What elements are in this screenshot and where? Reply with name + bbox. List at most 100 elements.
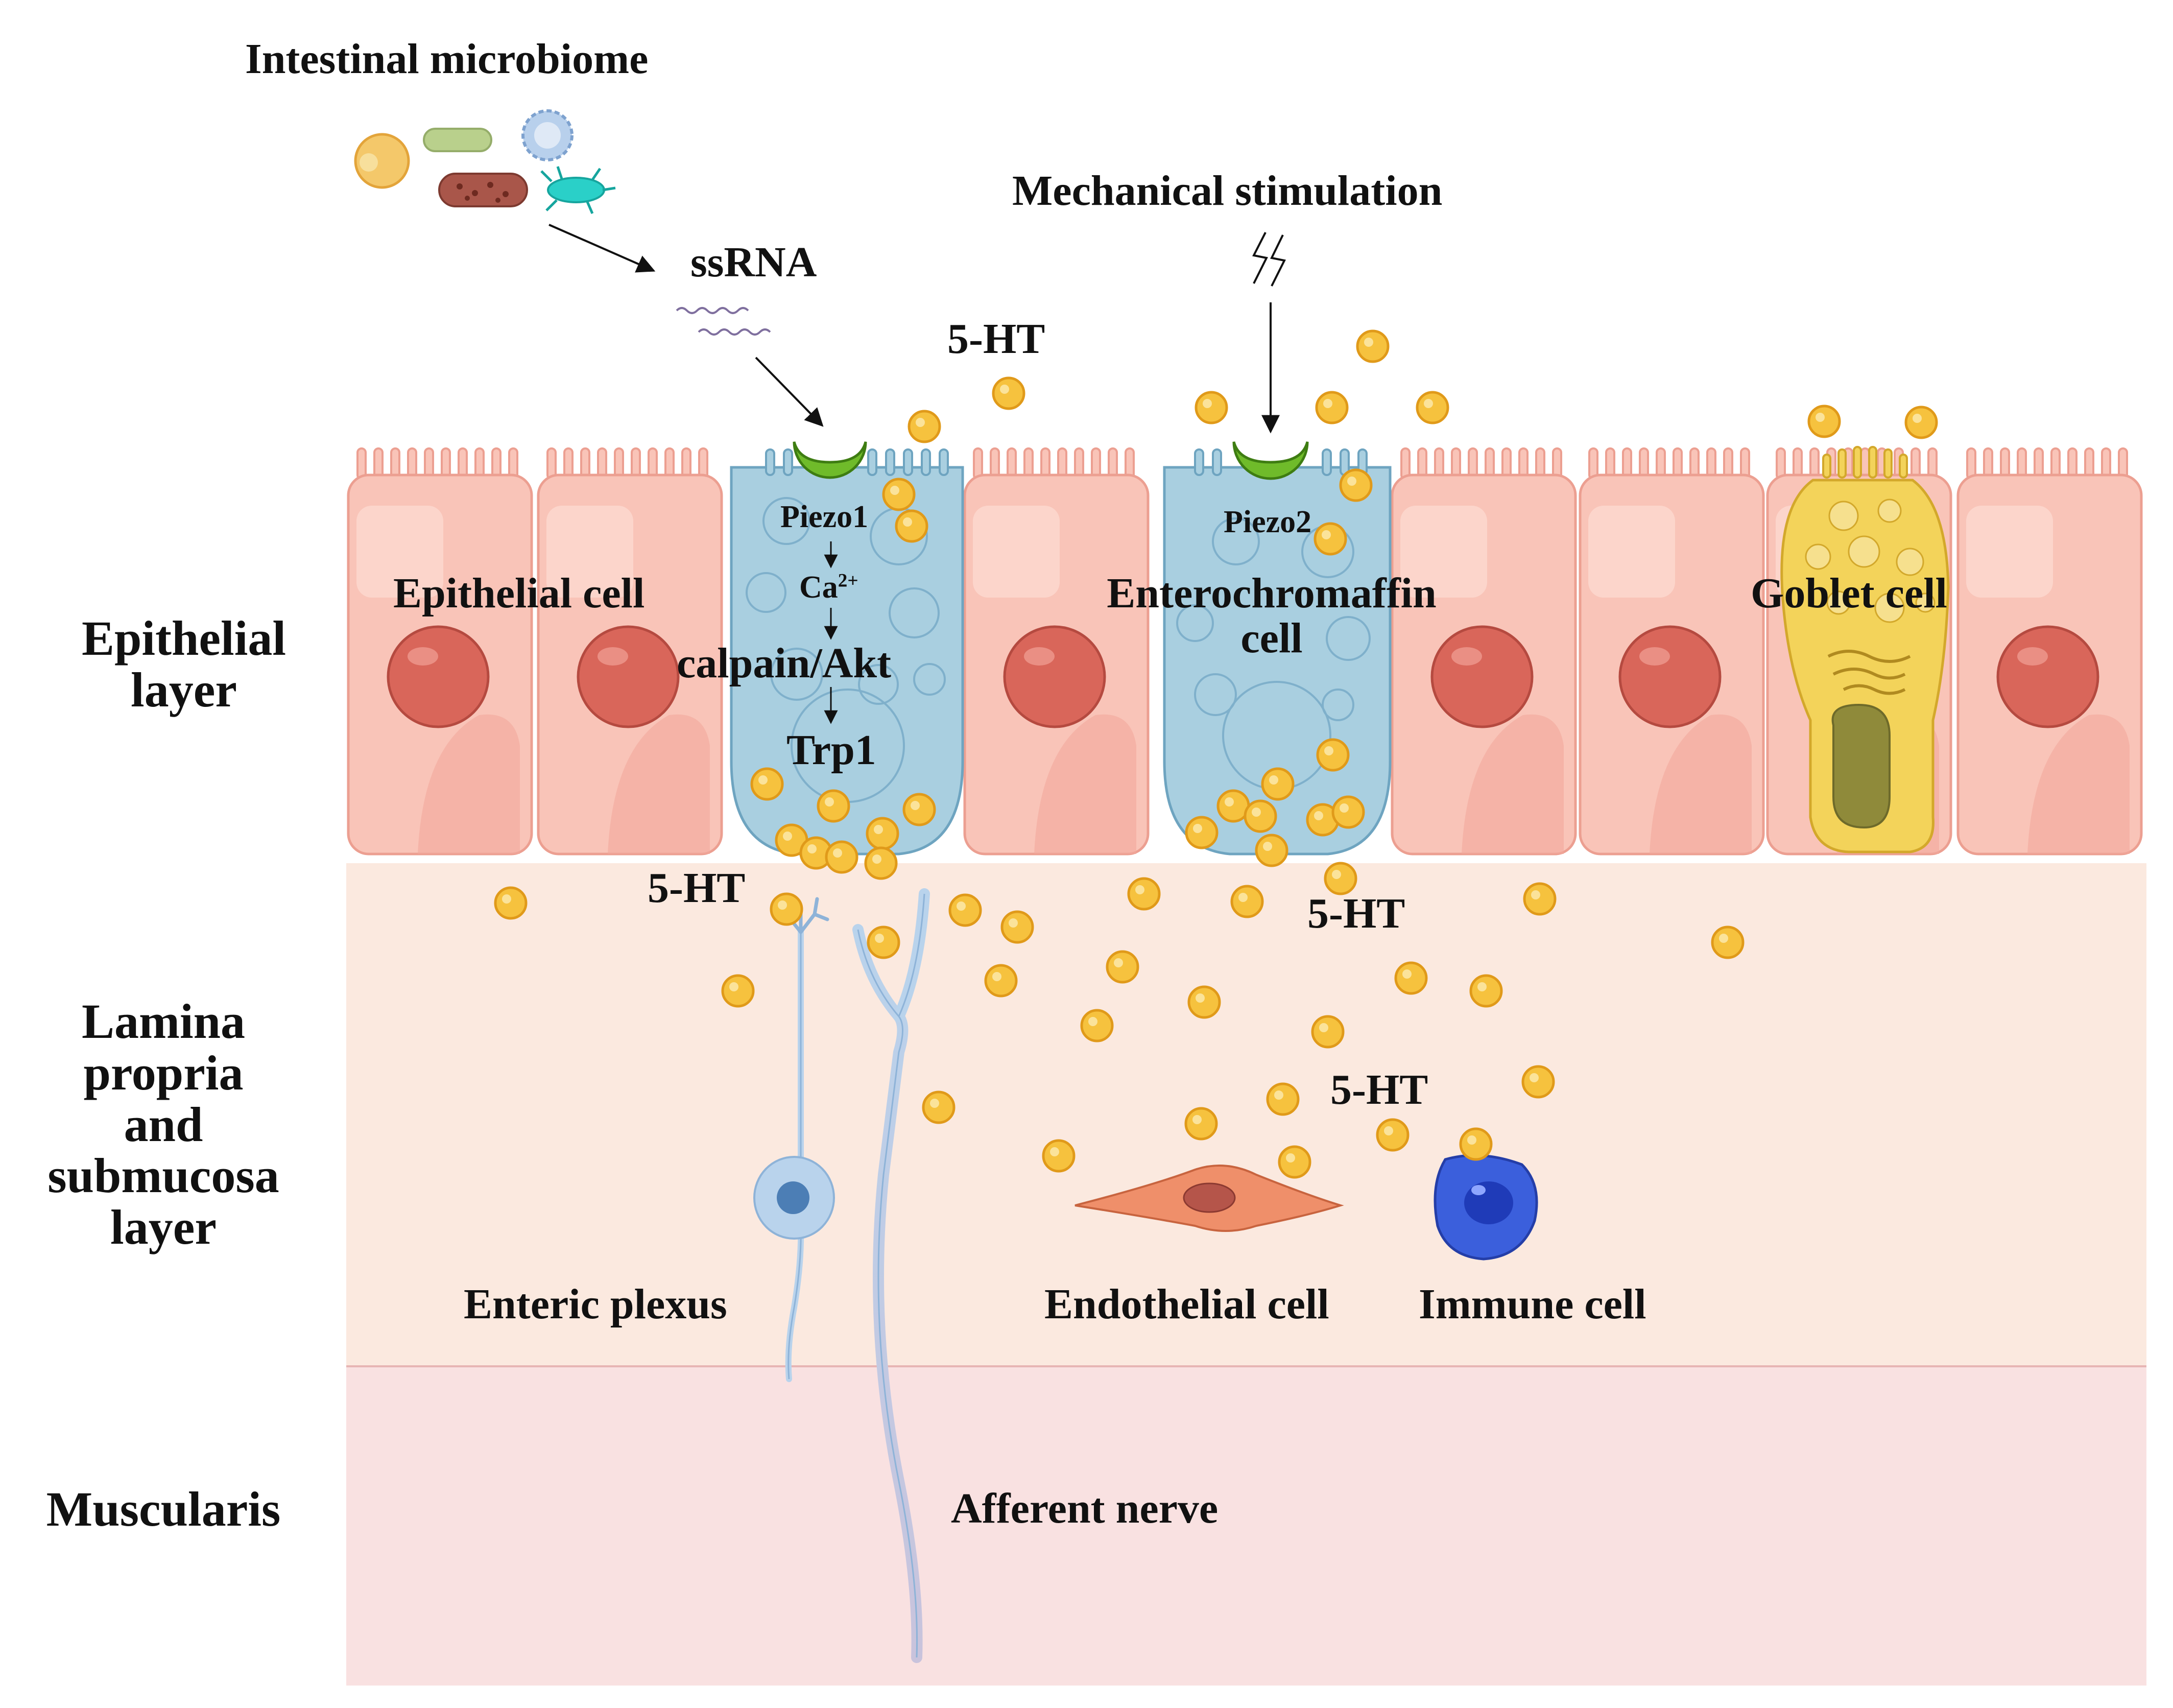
ssrna-arrow bbox=[755, 357, 824, 427]
enterochromaffin-cell-1 bbox=[730, 448, 964, 856]
serotonin-granule-highlight bbox=[1719, 934, 1728, 943]
serotonin-granule bbox=[1314, 522, 1347, 556]
serotonin-granule bbox=[1278, 1145, 1311, 1179]
serotonin-granule bbox=[1376, 1118, 1410, 1152]
ssrna-strand-2 bbox=[698, 328, 771, 336]
serotonin-granule-highlight bbox=[1477, 982, 1487, 991]
serotonin-granule bbox=[1339, 468, 1373, 502]
serotonin-granule-highlight bbox=[911, 801, 920, 810]
serotonin-granule-highlight bbox=[1203, 399, 1212, 408]
serotonin-granule-highlight bbox=[957, 902, 966, 911]
serotonin-granule-highlight bbox=[1314, 811, 1323, 820]
serotonin-label-3: 5-HT bbox=[1330, 1066, 1428, 1113]
immune-cell-label: Immune cell bbox=[1419, 1280, 1646, 1328]
serotonin-granule-highlight bbox=[1384, 1126, 1393, 1135]
serotonin-granule-highlight bbox=[1193, 824, 1202, 833]
serotonin-granule bbox=[1244, 799, 1277, 833]
serotonin-granule-highlight bbox=[1238, 893, 1248, 902]
piezo1-label: Piezo1 bbox=[780, 500, 869, 534]
serotonin-granule-highlight bbox=[1467, 1135, 1476, 1145]
mechanical-stimulation-label: Mechanical stimulation bbox=[1012, 167, 1443, 215]
serotonin-label-top: 5-HT bbox=[947, 315, 1045, 363]
serotonin-granule bbox=[902, 793, 936, 826]
serotonin-granule bbox=[1394, 961, 1428, 995]
serotonin-granule bbox=[1042, 1139, 1076, 1173]
serotonin-granule-highlight bbox=[1324, 746, 1333, 755]
serotonin-granule-highlight bbox=[1225, 797, 1234, 806]
serotonin-granule-highlight bbox=[1364, 338, 1373, 347]
serotonin-granule-highlight bbox=[1347, 477, 1356, 486]
serotonin-granule-highlight bbox=[1816, 413, 1825, 422]
serotonin-granule-highlight bbox=[1402, 969, 1412, 979]
epithelial-cell bbox=[537, 447, 723, 856]
serotonin-granule bbox=[1185, 816, 1219, 849]
serotonin-granule bbox=[825, 840, 858, 874]
serotonin-granule-highlight bbox=[1531, 890, 1540, 899]
serotonin-granule-highlight bbox=[1135, 885, 1144, 894]
muscularis-layer-label: Muscularis bbox=[46, 1482, 281, 1536]
serotonin-granule bbox=[770, 892, 803, 926]
serotonin-granule bbox=[1324, 862, 1357, 895]
serotonin-granule-highlight bbox=[1332, 870, 1341, 879]
serotonin-granule-highlight bbox=[1000, 385, 1009, 394]
serotonin-granule-highlight bbox=[1196, 993, 1205, 1003]
serotonin-granule bbox=[1469, 974, 1503, 1008]
microbiome-arrow bbox=[548, 224, 656, 273]
serotonin-granule bbox=[1904, 406, 1938, 439]
serotonin-granule-highlight bbox=[874, 825, 883, 834]
serotonin-granule bbox=[864, 846, 898, 880]
goblet-cell bbox=[1780, 446, 1950, 853]
serotonin-granule-highlight bbox=[1340, 803, 1349, 813]
serotonin-granule bbox=[922, 1090, 956, 1124]
serotonin-granule bbox=[721, 974, 755, 1008]
serotonin-granule-highlight bbox=[778, 900, 787, 910]
serotonin-granule bbox=[1315, 391, 1349, 424]
ssrna-label: ssRNA bbox=[690, 239, 817, 286]
serotonin-granule bbox=[1356, 329, 1390, 363]
serotonin-granule-highlight bbox=[1088, 1017, 1097, 1026]
serotonin-granule bbox=[1316, 738, 1350, 772]
serotonin-granule-highlight bbox=[1913, 414, 1922, 423]
mechanical-zigzag-1 bbox=[1252, 232, 1268, 284]
ssrna-strand-1 bbox=[676, 307, 749, 314]
serotonin-granule-highlight bbox=[916, 418, 925, 427]
calcium-label: Ca2+ bbox=[799, 571, 858, 604]
serotonin-granule-highlight bbox=[1319, 1023, 1328, 1032]
serotonin-granule bbox=[1080, 1009, 1114, 1042]
endothelial-cell-shape bbox=[1074, 1165, 1344, 1232]
lamina-propria-layer-label: Lamina propria and submucosa layer bbox=[47, 994, 279, 1255]
serotonin-granule-highlight bbox=[783, 832, 792, 841]
serotonin-granule-highlight bbox=[1192, 1115, 1202, 1124]
intestinal-microbiome-label: Intestinal microbiome bbox=[245, 35, 649, 83]
serotonin-granule-highlight bbox=[502, 894, 511, 904]
serotonin-granule-highlight bbox=[729, 982, 738, 991]
serotonin-granule bbox=[1255, 834, 1288, 867]
epithelial-cell bbox=[1579, 447, 1765, 856]
serotonin-granule-highlight bbox=[875, 934, 884, 943]
epithelial-layer-label: Epithelial layer bbox=[81, 611, 286, 717]
serotonin-granule bbox=[882, 478, 916, 511]
epithelial-cell-label: Epithelial cell bbox=[393, 570, 645, 617]
epithelial-cell bbox=[347, 447, 533, 856]
serotonin-granule bbox=[817, 789, 850, 823]
serotonin-label-1: 5-HT bbox=[648, 864, 746, 912]
serotonin-granule-highlight bbox=[1252, 808, 1261, 817]
serotonin-granule bbox=[908, 410, 941, 443]
serotonin-granule-highlight bbox=[1114, 958, 1123, 967]
serotonin-granule-highlight bbox=[1269, 775, 1278, 785]
serotonin-granule-highlight bbox=[1322, 530, 1331, 539]
serotonin-granule bbox=[750, 767, 784, 801]
serotonin-granule-highlight bbox=[1263, 842, 1272, 851]
serotonin-granule bbox=[1184, 1107, 1218, 1141]
serotonin-label-2: 5-HT bbox=[1307, 890, 1405, 937]
endothelial-cell-label: Endothelial cell bbox=[1044, 1280, 1329, 1328]
serotonin-granule-highlight bbox=[1323, 399, 1332, 408]
serotonin-granule bbox=[1331, 795, 1365, 829]
piezo2-receptor bbox=[1232, 441, 1309, 480]
serotonin-granule-highlight bbox=[1530, 1073, 1539, 1082]
enteric-plexus-label: Enteric plexus bbox=[464, 1280, 727, 1328]
serotonin-granule-highlight bbox=[758, 775, 768, 785]
epithelial-cell bbox=[963, 447, 1150, 856]
serotonin-granule bbox=[984, 964, 1018, 998]
